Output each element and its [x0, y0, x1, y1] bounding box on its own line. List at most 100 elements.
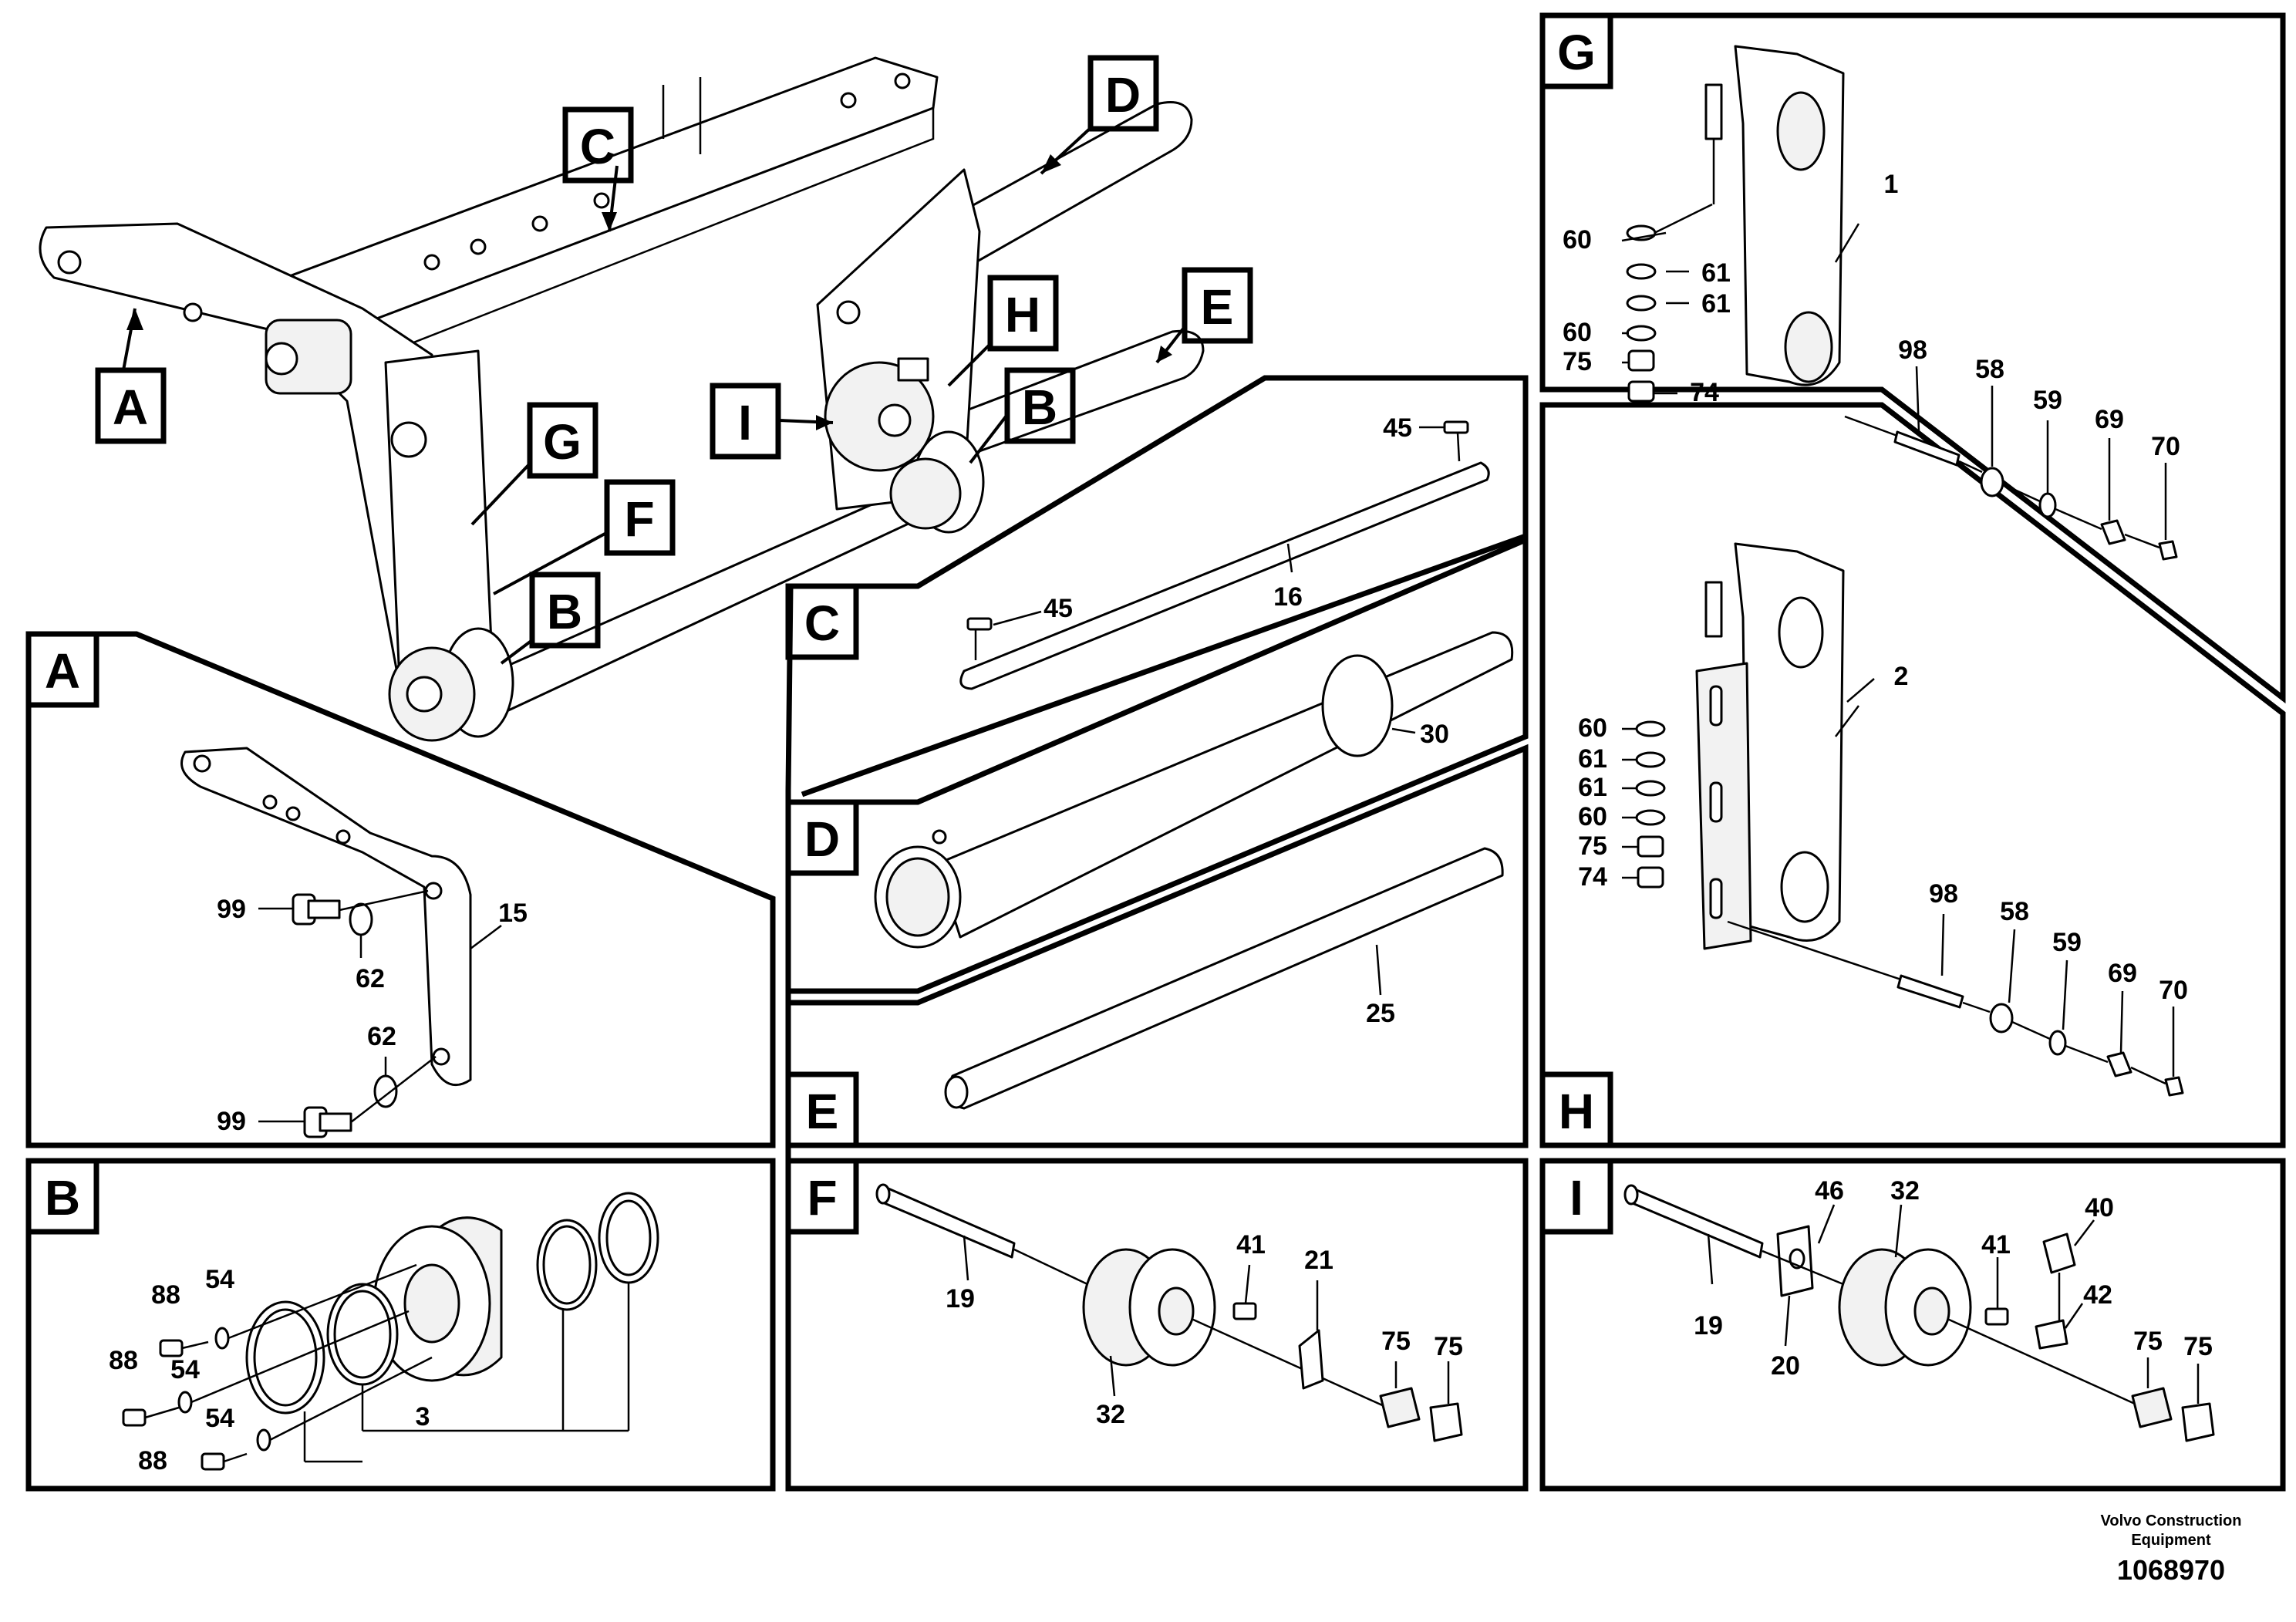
- panel-b-numbers: 88 54 88 54 54 88 3: [109, 1265, 430, 1475]
- part-19: 19: [1694, 1311, 1723, 1340]
- part-21: 21: [1304, 1246, 1333, 1275]
- part-98: 98: [1898, 336, 1927, 365]
- part-98: 98: [1929, 879, 1958, 909]
- part-60: 60: [1563, 318, 1592, 347]
- part-46: 46: [1815, 1176, 1844, 1206]
- part-88: 88: [138, 1446, 167, 1475]
- part-25: 25: [1366, 999, 1395, 1028]
- part-99: 99: [217, 1107, 246, 1136]
- callout-i: I: [738, 395, 752, 450]
- part-40: 40: [2085, 1193, 2114, 1222]
- callout-f: F: [624, 491, 654, 547]
- part-70: 70: [2151, 432, 2180, 461]
- drawing-footer: Volvo Construction Equipment 1068970: [2101, 1512, 2242, 1586]
- part-41: 41: [1236, 1230, 1266, 1259]
- part-62: 62: [367, 1022, 396, 1051]
- callout-e: E: [1201, 279, 1234, 335]
- callout-a: A: [113, 379, 148, 435]
- part-1: 1: [1884, 170, 1899, 199]
- part-60: 60: [1563, 225, 1592, 255]
- part-59: 59: [2052, 928, 2082, 957]
- part-3: 3: [416, 1402, 430, 1431]
- part-75: 75: [1578, 831, 1607, 861]
- company-name-line1: Volvo Construction: [2101, 1512, 2242, 1529]
- part-75: 75: [1563, 347, 1592, 376]
- part-54: 54: [205, 1265, 234, 1294]
- part-99: 99: [217, 895, 246, 924]
- callout-b-right: B: [1022, 379, 1057, 435]
- panel-a-label: A: [45, 643, 80, 699]
- panel-h-drawing: [1622, 542, 2184, 1097]
- panel-i-label: I: [1569, 1170, 1583, 1226]
- part-15: 15: [498, 899, 528, 928]
- part-70: 70: [2159, 976, 2188, 1005]
- overview-callout-boxes: [95, 55, 1253, 649]
- overview-leaders: [122, 126, 1185, 665]
- panel-b-drawing: [122, 1192, 659, 1471]
- panel-f-label: F: [807, 1170, 837, 1226]
- callout-h: H: [1005, 287, 1040, 342]
- part-75: 75: [2183, 1332, 2213, 1361]
- part-42: 42: [2083, 1280, 2112, 1310]
- panel-d-numbers: 30: [1420, 720, 1449, 749]
- overview-callout-labels: A C D E H B I G F B: [113, 67, 1233, 639]
- callout-g: G: [543, 414, 582, 470]
- panel-a-drawing: [180, 747, 502, 1138]
- part-16: 16: [1273, 582, 1303, 612]
- part-59: 59: [2033, 386, 2062, 415]
- part-61: 61: [1578, 744, 1607, 774]
- panel-g-numbers: 1 60 61 61 60 75 74 98 58 59 69 70: [1563, 170, 2180, 461]
- panel-c-numbers: 45 45 16: [1043, 413, 1412, 623]
- part-58: 58: [2000, 897, 2029, 926]
- part-19: 19: [946, 1284, 975, 1313]
- part-54: 54: [205, 1404, 234, 1433]
- part-32: 32: [1096, 1400, 1125, 1429]
- part-75: 75: [1381, 1327, 1411, 1356]
- part-32: 32: [1890, 1176, 1920, 1206]
- panel-e-numbers: 25: [1366, 999, 1395, 1028]
- part-75: 75: [2133, 1327, 2163, 1356]
- part-54: 54: [170, 1355, 200, 1384]
- overview-assembly: [39, 56, 1205, 742]
- panel-c-drawing: [959, 420, 1490, 690]
- part-2: 2: [1894, 662, 1909, 691]
- panel-d-drawing: [874, 631, 1514, 949]
- callout-c: C: [580, 119, 615, 174]
- panel-i-numbers: 19 20 46 32 41 40 42 75 75: [1694, 1176, 2213, 1381]
- panel-d-label: D: [804, 811, 840, 867]
- part-58: 58: [1975, 355, 2004, 384]
- panel-g-label: G: [1557, 25, 1596, 80]
- panel-e-label: E: [806, 1084, 839, 1139]
- part-88: 88: [151, 1280, 180, 1310]
- panel-i-drawing: [1623, 1184, 2215, 1442]
- panel-g-drawing: [1621, 45, 2178, 561]
- part-60: 60: [1578, 713, 1607, 743]
- part-45: 45: [1043, 594, 1073, 623]
- part-41: 41: [1981, 1230, 2011, 1259]
- part-69: 69: [2108, 959, 2137, 988]
- callout-d: D: [1105, 67, 1141, 123]
- drawing-number: 1068970: [2117, 1554, 2225, 1586]
- part-74: 74: [1690, 378, 1719, 407]
- part-20: 20: [1771, 1351, 1800, 1381]
- part-60: 60: [1578, 802, 1607, 831]
- callout-b-left: B: [547, 584, 582, 639]
- panel-b-label: B: [45, 1170, 80, 1226]
- part-45: 45: [1383, 413, 1412, 443]
- part-61: 61: [1701, 258, 1731, 288]
- panel-f-numbers: 19 32 41 21 75 75: [946, 1230, 1463, 1429]
- part-74: 74: [1578, 862, 1607, 892]
- part-75: 75: [1434, 1332, 1463, 1361]
- company-name-line2: Equipment: [2131, 1532, 2211, 1549]
- part-30: 30: [1420, 720, 1449, 749]
- panel-e-drawing: [944, 847, 1504, 1110]
- panel-a-numbers: 99 62 15 62 99: [217, 895, 528, 1136]
- part-69: 69: [2095, 405, 2124, 434]
- panel-h-label: H: [1559, 1084, 1594, 1139]
- part-61: 61: [1578, 773, 1607, 802]
- part-62: 62: [356, 964, 385, 993]
- panel-label-tags: [25, 12, 1613, 1235]
- panel-f-drawing: [875, 1183, 1463, 1442]
